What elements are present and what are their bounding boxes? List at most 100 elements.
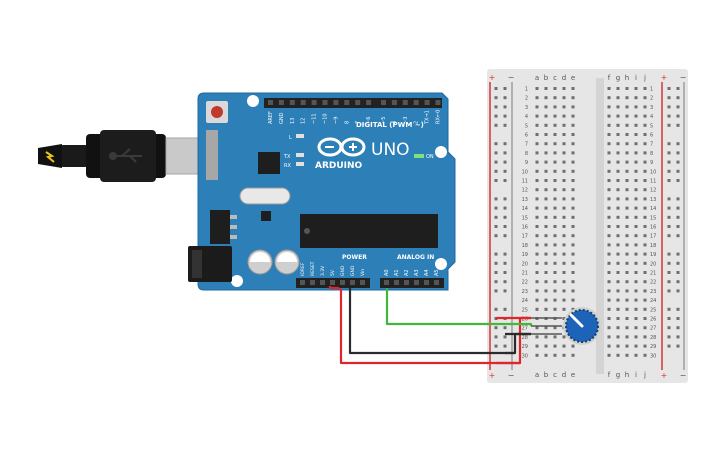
- breadboard-hole[interactable]: [616, 215, 620, 219]
- breadboard-hole[interactable]: [571, 252, 575, 256]
- breadboard-hole[interactable]: [553, 298, 557, 302]
- breadboard-hole[interactable]: [535, 105, 539, 109]
- breadboard-hole[interactable]: [625, 353, 629, 357]
- rail-hole[interactable]: [667, 179, 671, 182]
- breadboard-hole[interactable]: [571, 280, 575, 284]
- breadboard-hole[interactable]: [616, 344, 620, 348]
- breadboard-hole[interactable]: [571, 133, 575, 136]
- breadboard-hole[interactable]: [535, 87, 539, 90]
- breadboard-hole[interactable]: [634, 234, 638, 238]
- rail-hole[interactable]: [676, 142, 680, 146]
- breadboard-hole[interactable]: [544, 169, 548, 173]
- rail-hole[interactable]: [494, 326, 498, 330]
- breadboard-hole[interactable]: [625, 96, 629, 100]
- breadboard-hole[interactable]: [607, 114, 611, 118]
- breadboard-hole[interactable]: [643, 215, 647, 219]
- power-pin-hole[interactable]: [300, 280, 305, 285]
- breadboard-hole[interactable]: [571, 234, 575, 238]
- breadboard-hole[interactable]: [616, 243, 620, 247]
- breadboard-hole[interactable]: [553, 326, 557, 330]
- breadboard-hole[interactable]: [535, 133, 539, 136]
- rail-hole[interactable]: [494, 179, 498, 182]
- breadboard-hole[interactable]: [607, 188, 611, 192]
- breadboard-hole[interactable]: [562, 344, 566, 348]
- rail-hole[interactable]: [494, 114, 498, 118]
- breadboard-hole[interactable]: [634, 87, 638, 90]
- rail-hole[interactable]: [667, 252, 671, 256]
- breadboard-hole[interactable]: [607, 317, 611, 320]
- breadboard-hole[interactable]: [643, 197, 647, 201]
- digital-pin-hole[interactable]: [402, 100, 408, 105]
- rail-hole[interactable]: [494, 252, 498, 256]
- breadboard-hole[interactable]: [634, 243, 638, 247]
- breadboard-hole[interactable]: [553, 197, 557, 201]
- breadboard-hole[interactable]: [535, 123, 539, 127]
- breadboard-hole[interactable]: [535, 280, 539, 284]
- breadboard-hole[interactable]: [535, 335, 539, 339]
- breadboard-hole[interactable]: [544, 114, 548, 118]
- breadboard-hole[interactable]: [535, 160, 539, 164]
- breadboard-hole[interactable]: [553, 206, 557, 210]
- breadboard-hole[interactable]: [634, 197, 638, 201]
- breadboard-hole[interactable]: [634, 326, 638, 330]
- breadboard-hole[interactable]: [634, 353, 638, 357]
- breadboard-hole[interactable]: [544, 160, 548, 164]
- breadboard-hole[interactable]: [634, 123, 638, 127]
- breadboard-hole[interactable]: [643, 123, 647, 127]
- breadboard-hole[interactable]: [634, 335, 638, 339]
- rail-hole[interactable]: [667, 197, 671, 201]
- breadboard-hole[interactable]: [634, 307, 638, 311]
- breadboard-hole[interactable]: [634, 298, 638, 302]
- breadboard-hole[interactable]: [607, 335, 611, 339]
- rail-hole[interactable]: [667, 289, 671, 293]
- breadboard-hole[interactable]: [643, 317, 647, 320]
- breadboard-hole[interactable]: [616, 197, 620, 201]
- breadboard-hole[interactable]: [607, 197, 611, 201]
- breadboard-hole[interactable]: [625, 160, 629, 164]
- breadboard-hole[interactable]: [607, 353, 611, 357]
- rail-hole[interactable]: [676, 169, 680, 173]
- breadboard-hole[interactable]: [625, 280, 629, 284]
- breadboard-hole[interactable]: [562, 335, 566, 339]
- breadboard-hole[interactable]: [553, 225, 557, 228]
- rail-hole[interactable]: [676, 96, 680, 100]
- breadboard-hole[interactable]: [634, 271, 638, 274]
- breadboard-hole[interactable]: [562, 317, 566, 320]
- breadboard-hole[interactable]: [643, 307, 647, 311]
- rail-hole[interactable]: [503, 344, 507, 348]
- rail-hole[interactable]: [503, 289, 507, 293]
- breadboard-hole[interactable]: [553, 215, 557, 219]
- digital-pin-hole[interactable]: [289, 100, 295, 105]
- breadboard-hole[interactable]: [553, 123, 557, 127]
- breadboard-hole[interactable]: [607, 215, 611, 219]
- breadboard-hole[interactable]: [625, 215, 629, 219]
- breadboard-hole[interactable]: [535, 188, 539, 192]
- breadboard-hole[interactable]: [544, 344, 548, 348]
- rail-hole[interactable]: [494, 87, 498, 90]
- breadboard-hole[interactable]: [571, 188, 575, 192]
- rail-hole[interactable]: [676, 252, 680, 256]
- breadboard-hole[interactable]: [634, 179, 638, 182]
- rail-hole[interactable]: [667, 215, 671, 219]
- rail-hole[interactable]: [676, 160, 680, 164]
- rail-hole[interactable]: [667, 206, 671, 210]
- breadboard-hole[interactable]: [616, 298, 620, 302]
- breadboard-hole[interactable]: [544, 243, 548, 247]
- rail-hole[interactable]: [503, 123, 507, 127]
- rail-hole[interactable]: [676, 123, 680, 127]
- rail-hole[interactable]: [667, 335, 671, 339]
- breadboard-hole[interactable]: [571, 243, 575, 247]
- breadboard-hole[interactable]: [625, 142, 629, 146]
- breadboard-hole[interactable]: [607, 123, 611, 127]
- breadboard-hole[interactable]: [643, 353, 647, 357]
- breadboard-hole[interactable]: [634, 317, 638, 320]
- rail-hole[interactable]: [503, 160, 507, 164]
- breadboard-hole[interactable]: [544, 225, 548, 228]
- breadboard-hole[interactable]: [553, 160, 557, 164]
- digital-pin-hole[interactable]: [311, 100, 317, 105]
- rail-hole[interactable]: [494, 271, 498, 274]
- analog-pin-hole[interactable]: [384, 280, 389, 285]
- breadboard-hole[interactable]: [616, 261, 620, 265]
- rail-hole[interactable]: [503, 206, 507, 210]
- breadboard-hole[interactable]: [562, 179, 566, 182]
